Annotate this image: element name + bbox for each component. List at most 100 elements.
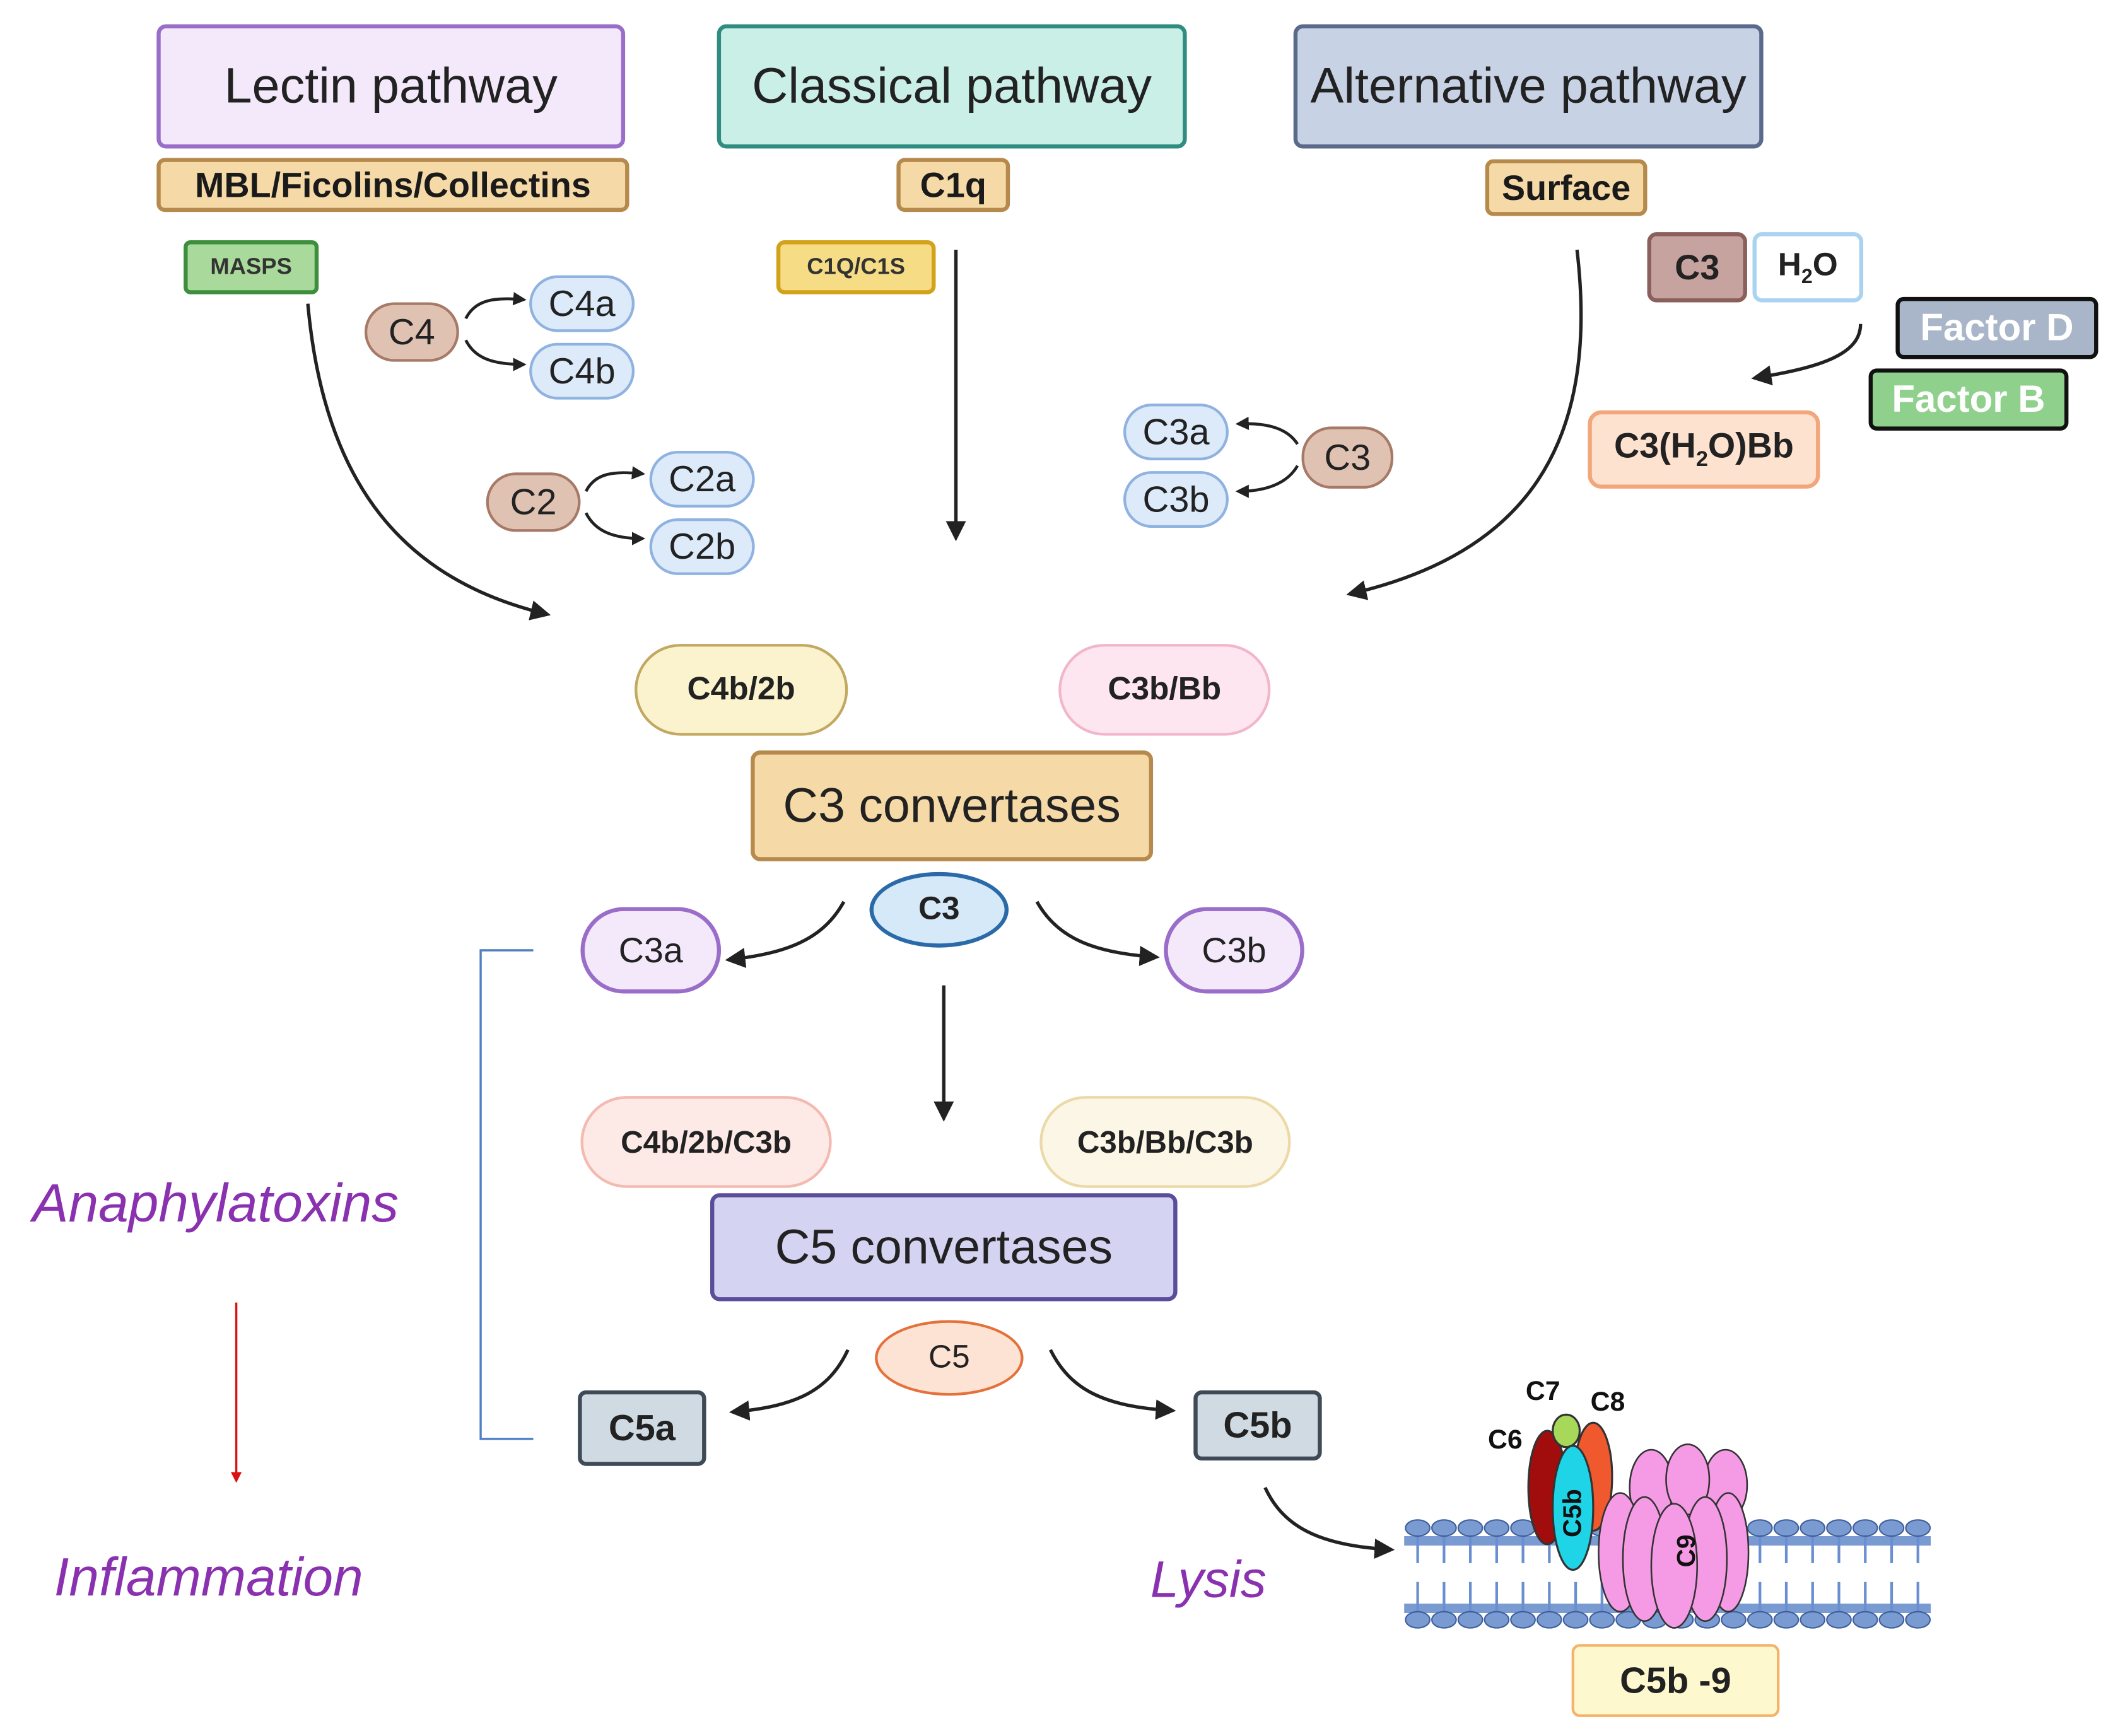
c5b-node: C5b	[1193, 1390, 1322, 1461]
lipid-head	[1405, 1519, 1431, 1537]
tickover-c3-label: C3	[1675, 246, 1720, 287]
c9-label: C9	[1673, 1534, 1702, 1568]
lipid-head	[1826, 1519, 1852, 1537]
c3a-product-label: C3a	[618, 929, 683, 970]
c3b-product-label: C3b	[1202, 929, 1267, 970]
classical-pathway-title: Classical pathway	[717, 24, 1187, 149]
lysis-label: Lysis	[1150, 1552, 1267, 1609]
alternative-pathway-label: Alternative pathway	[1310, 58, 1747, 114]
lipid-head	[1878, 1519, 1905, 1537]
c2b-node: C2b	[649, 518, 755, 575]
lipid-head	[1562, 1611, 1589, 1629]
c3bbbc3b-node: C3b/Bb/C3b	[1039, 1096, 1291, 1188]
lipid-head	[1747, 1519, 1773, 1537]
lipid-head	[1431, 1519, 1457, 1537]
c7-label: C7	[1525, 1377, 1560, 1407]
c4b2bc3b-node: C4b/2b/C3b	[580, 1096, 832, 1188]
c5b-subunit	[1552, 1444, 1595, 1571]
alt-c3a-node: C3a	[1123, 404, 1229, 460]
lipid-head	[1773, 1519, 1800, 1537]
surface-label: Surface	[1501, 166, 1631, 207]
c1q-tag: C1q	[896, 158, 1010, 213]
alternative-pathway-title: Alternative pathway	[1293, 24, 1764, 149]
tickover-c3-box: C3	[1647, 232, 1747, 303]
c3h2obb-label: C3(H2O)Bb	[1613, 426, 1794, 472]
alternative-flow-arrow	[1346, 249, 1583, 600]
c5b-to-mac-arrow	[1263, 1486, 1395, 1559]
lectin-initiator-label: MBL/Ficolins/Collectins	[195, 164, 591, 205]
lipid-head	[1905, 1611, 1931, 1629]
c9-polymer	[1598, 1443, 1750, 1629]
lectin-pathway-label: Lectin pathway	[224, 58, 558, 114]
c4a-label: C4a	[548, 283, 616, 323]
c5a-label: C5a	[608, 1407, 676, 1448]
c4a-node: C4a	[529, 275, 635, 332]
lipid-head	[1589, 1611, 1615, 1629]
lipid-head	[1852, 1611, 1878, 1629]
alt-c3b-node: C3b	[1123, 471, 1229, 528]
lipid-head	[1800, 1611, 1826, 1629]
c5b-mac-label: C5b	[1559, 1489, 1588, 1538]
h2o-label: H2O	[1777, 246, 1838, 288]
alt-c3b-label: C3b	[1142, 478, 1210, 520]
classical-pathway-label: Classical pathway	[752, 58, 1152, 114]
alt-c3-node: C3	[1301, 426, 1394, 489]
c4b2b-node: C4b/2b	[635, 644, 848, 736]
lipid-head	[1747, 1611, 1773, 1629]
c1q-c1s-tag: C1Q/C1S	[776, 240, 936, 294]
lipid-head	[1484, 1611, 1510, 1629]
h2o-box: H2O	[1752, 232, 1864, 303]
c4-label: C4	[388, 311, 435, 352]
lipid-head	[1431, 1611, 1457, 1629]
c3-convertases-box: C3 convertases	[751, 750, 1154, 861]
lipid-head	[1484, 1519, 1510, 1537]
surface-tag: Surface	[1485, 159, 1648, 216]
lipid-head	[1826, 1611, 1852, 1629]
lipid-head	[1852, 1519, 1878, 1537]
anaphylatoxins-label: Anaphylatoxins	[32, 1174, 399, 1234]
lipid-head	[1510, 1611, 1536, 1629]
inflammation-label: Inflammation	[54, 1548, 363, 1608]
masps-label: MASPS	[210, 253, 292, 280]
c2-to-c2a-arrow	[584, 466, 646, 492]
c3a-product-node: C3a	[580, 907, 722, 994]
c2a-node: C2a	[649, 450, 755, 508]
c1q-label: C1q	[920, 164, 986, 205]
c3-substrate-node: C3	[869, 871, 1009, 948]
lectin-initiator-tag: MBL/Ficolins/Collectins	[156, 158, 629, 213]
c3-to-c3a-product-arrow	[725, 900, 846, 969]
c2a-label: C2a	[669, 458, 736, 499]
c5b-9-label: C5b -9	[1620, 1659, 1731, 1701]
factors-to-c3h2obb-arrow	[1751, 323, 1863, 386]
lipid-head	[1878, 1611, 1905, 1629]
alt-c3-label: C3	[1324, 436, 1371, 477]
lipid-head	[1457, 1519, 1484, 1537]
lectin-pathway-title: Lectin pathway	[156, 24, 626, 149]
c4b2b-label: C4b/2b	[687, 670, 795, 708]
c3-to-c3a-arrow	[1235, 416, 1299, 445]
alt-c3a-label: C3a	[1142, 411, 1210, 452]
c3-substrate-label: C3	[918, 890, 960, 928]
c5-convertases-box: C5 convertases	[710, 1193, 1178, 1302]
c5-substrate-label: C5	[928, 1339, 970, 1376]
lipid-head	[1457, 1611, 1484, 1629]
mac-complex	[1527, 1413, 1750, 1629]
c3-to-c3b-arrow	[1235, 465, 1299, 498]
c4-to-c4b-arrow	[464, 339, 527, 371]
c4-to-c4a-arrow	[464, 292, 527, 320]
lipid-head	[1800, 1519, 1826, 1537]
factor-d-label: Factor D	[1920, 306, 2074, 349]
c3bbb-node: C3b/Bb	[1058, 644, 1271, 736]
lipid-head	[1905, 1519, 1931, 1537]
c2-label: C2	[510, 481, 557, 522]
c7-subunit	[1552, 1413, 1581, 1448]
lipid-head	[1536, 1611, 1562, 1629]
c3b-product-node: C3b	[1164, 907, 1304, 994]
factor-b-label: Factor B	[1892, 378, 2046, 420]
c5a-node: C5a	[578, 1390, 706, 1466]
c5-convertases-label: C5 convertases	[775, 1218, 1113, 1274]
c6-label: C6	[1487, 1425, 1523, 1455]
c1q-c1s-label: C1Q/C1S	[807, 253, 906, 280]
